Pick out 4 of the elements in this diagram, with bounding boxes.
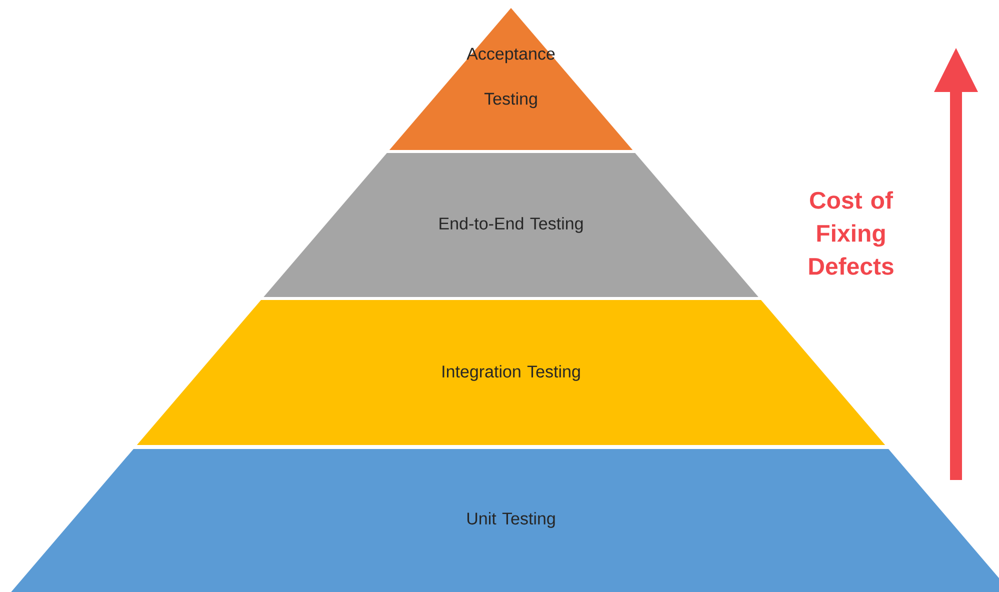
axis-label: Cost of Fixing Defects <box>809 191 894 275</box>
pyramid-level: End-to-End Testing <box>264 153 758 297</box>
pyramid-level: Unit Testing <box>11 449 999 592</box>
pyramid-level: Integration Testing <box>136 300 886 445</box>
